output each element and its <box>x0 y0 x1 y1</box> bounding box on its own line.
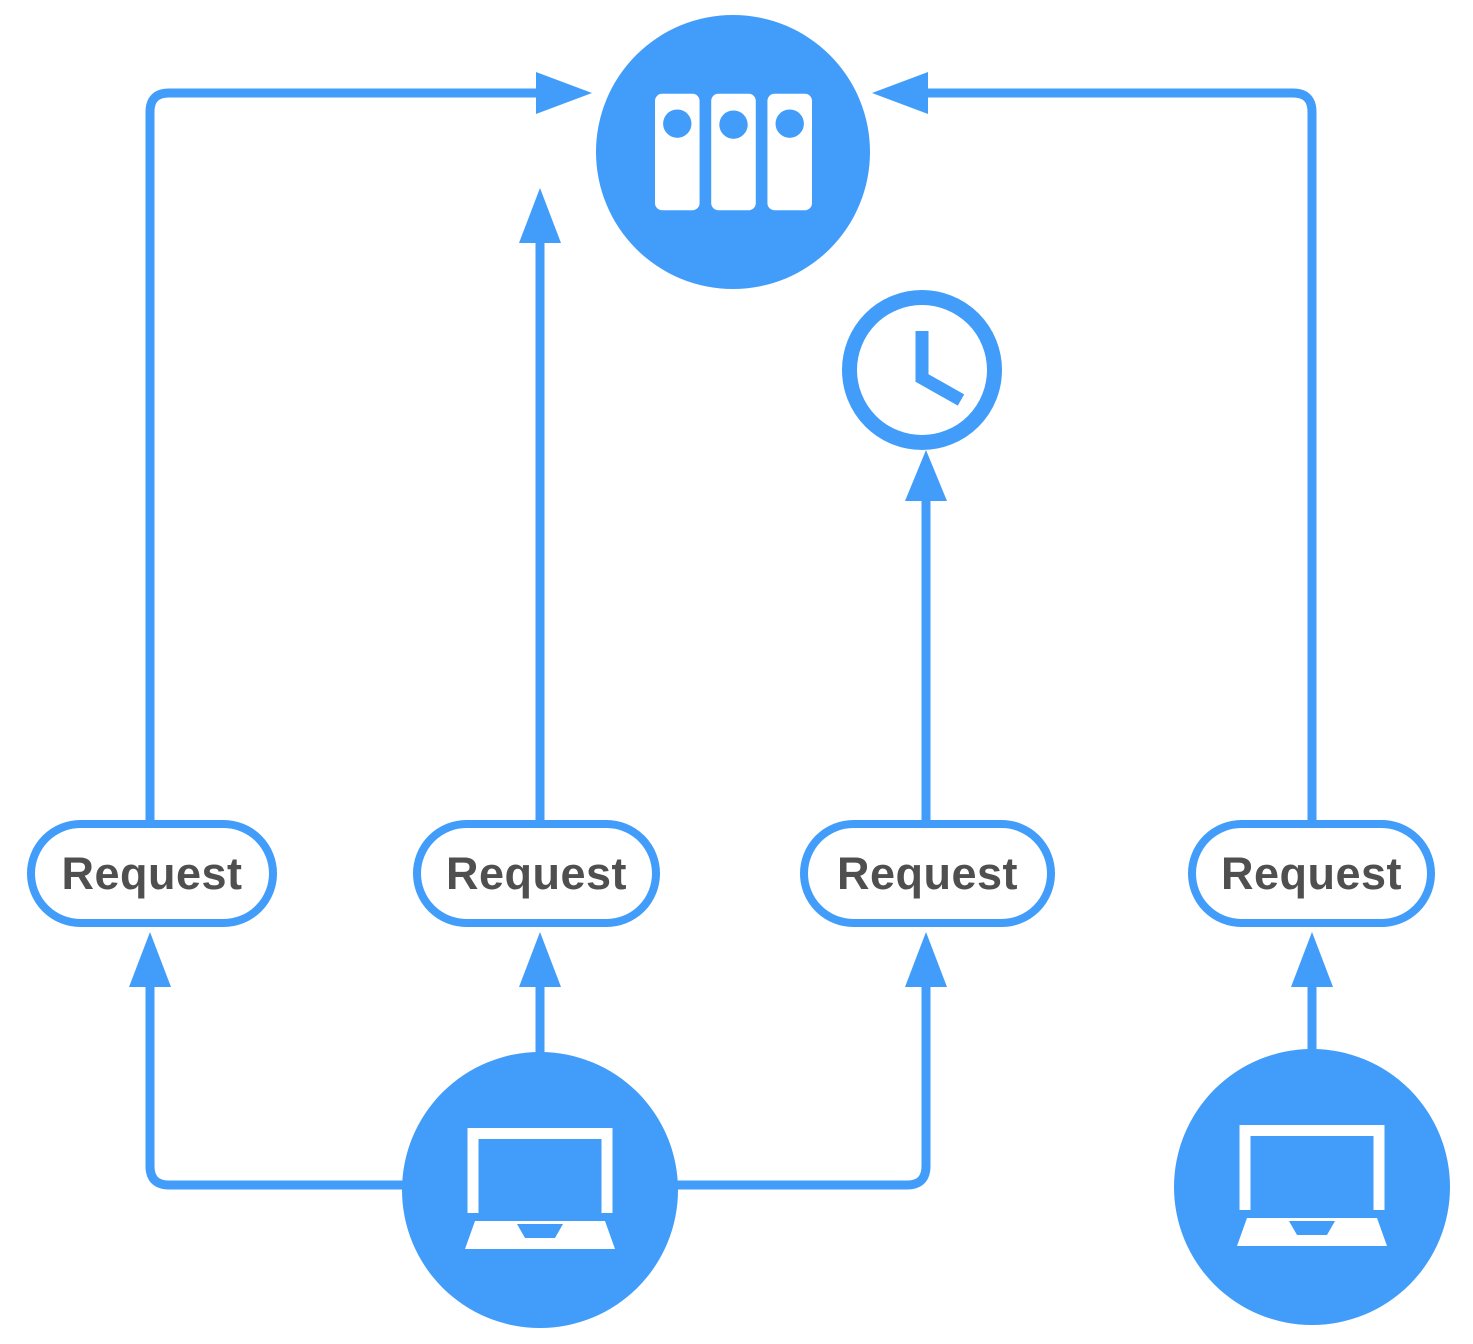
connector-request1-to-server <box>145 72 592 822</box>
request-label-1: Request <box>61 847 243 899</box>
connector-laptop1-to-request2 <box>519 932 561 1053</box>
request-node-4: Request <box>1188 820 1435 927</box>
request-node-1: Request <box>27 820 277 927</box>
connector-request2-to-server <box>519 188 561 822</box>
request-label-3: Request <box>836 847 1019 899</box>
request-node-2: Request <box>413 820 660 927</box>
connector-laptop2-to-request4 <box>1291 932 1333 1050</box>
request-label-4: Request <box>1220 847 1403 899</box>
client-node-2 <box>1174 1049 1450 1325</box>
connector-request3-to-clock <box>905 450 947 822</box>
clock-node <box>842 290 1002 450</box>
laptop-icon <box>465 1128 615 1249</box>
connector-laptop1-to-request1 <box>129 932 403 1190</box>
request-label-2: Request <box>445 847 628 899</box>
client-node-1 <box>402 1052 678 1328</box>
laptop-icon <box>1237 1125 1387 1246</box>
connector-laptop1-to-request3 <box>677 932 947 1190</box>
clock-icon <box>915 331 965 406</box>
server-node <box>596 15 870 289</box>
request-node-3: Request <box>800 820 1055 927</box>
server-rack-icon <box>654 93 812 211</box>
connector-request4-to-server <box>872 72 1317 822</box>
